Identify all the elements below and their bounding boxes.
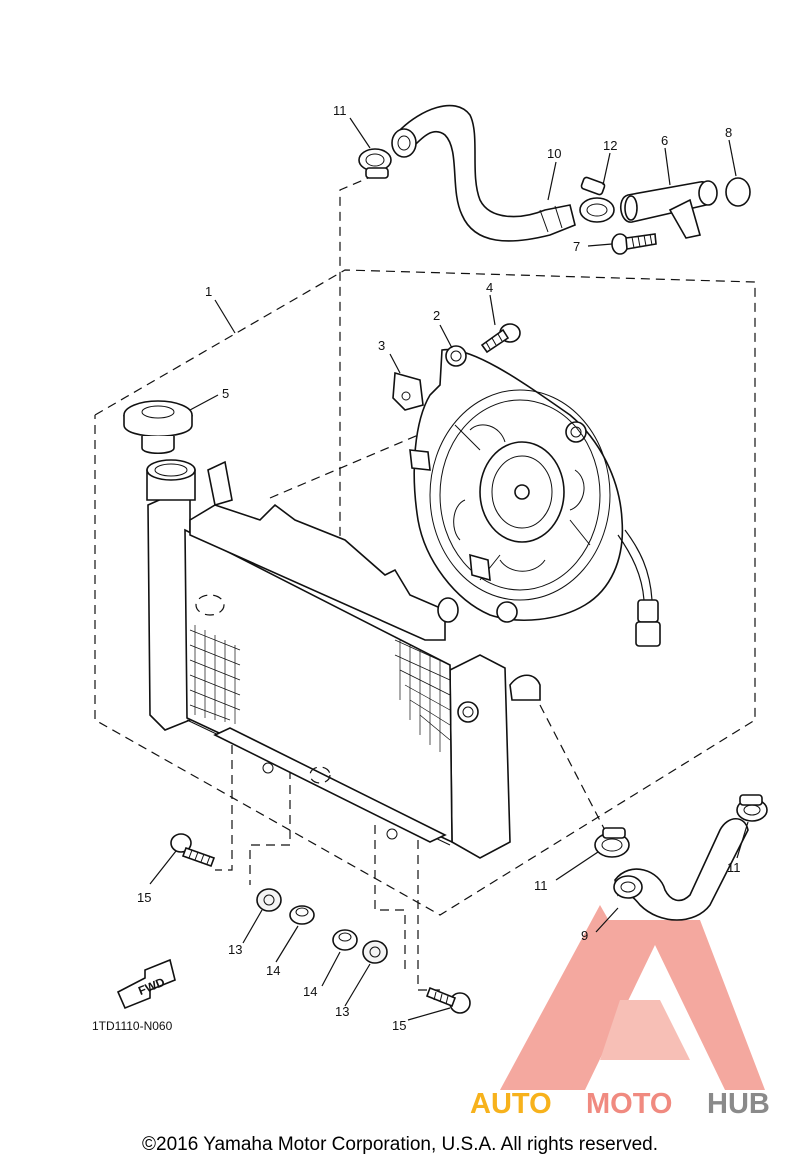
watermark-text: AUTO MOTO HUB <box>470 1088 770 1120</box>
callout-13-left: 13 <box>228 942 242 957</box>
hose-clamp-lower-left <box>594 827 630 858</box>
hose-clamp-top <box>358 148 392 179</box>
diagram-code: 1TD1110-N060 <box>92 1019 173 1033</box>
callout-11-top: 11 <box>333 103 347 118</box>
callout-13-right: 13 <box>335 1004 349 1019</box>
callout-3: 3 <box>378 338 385 353</box>
upper-hose <box>391 104 576 242</box>
callout-6: 6 <box>661 133 668 148</box>
callout-8: 8 <box>725 125 732 140</box>
cooling-fan <box>409 345 661 647</box>
grommet-13-right <box>362 940 388 964</box>
bracket-3 <box>392 371 424 411</box>
hose-clamp-lower-right <box>736 794 768 822</box>
watermark-auto: AUTO <box>470 1088 552 1120</box>
callout-11-lower-left: 11 <box>534 878 548 893</box>
callout-7: 7 <box>573 239 580 254</box>
callout-11-lower-right: 11 <box>727 860 741 875</box>
collar-14-right <box>332 929 358 951</box>
callout-leaders <box>149 117 749 1021</box>
pipe-joint <box>620 180 718 239</box>
callout-14-right: 14 <box>303 984 317 999</box>
watermark-logo <box>500 905 765 1090</box>
callout-15-left: 15 <box>137 890 151 905</box>
hose-clamp-12 <box>579 176 615 223</box>
bolt-15-left <box>170 833 216 868</box>
assembly-outline <box>94 269 756 916</box>
callout-10: 10 <box>547 146 561 161</box>
watermark-hub: HUB <box>707 1088 770 1120</box>
fwd-arrow-icon: FWD <box>116 958 176 1010</box>
callout-15-right: 15 <box>392 1018 406 1033</box>
callout-numbers: 11 10 12 6 8 7 1 4 2 3 5 11 11 9 15 13 1… <box>137 103 741 1033</box>
callout-4: 4 <box>486 280 493 295</box>
callout-5: 5 <box>222 386 229 401</box>
bolt-4 <box>480 323 521 354</box>
copyright-notice: ©2016 Yamaha Motor Corporation, U.S.A. A… <box>142 1134 658 1155</box>
bolt-7 <box>611 233 657 255</box>
watermark-moto: MOTO <box>586 1088 672 1120</box>
grommet-13-left <box>256 888 282 912</box>
o-ring <box>725 177 751 207</box>
callout-2: 2 <box>433 308 440 323</box>
callout-12: 12 <box>603 138 617 153</box>
callout-1: 1 <box>205 284 212 299</box>
radiator-cap <box>123 400 193 455</box>
bolt-15-right <box>425 986 471 1014</box>
fwd-label: FWD <box>136 975 167 998</box>
callout-14-left: 14 <box>266 963 280 978</box>
collar-14-left <box>289 905 315 925</box>
radiator <box>146 459 541 859</box>
callout-9: 9 <box>581 928 588 943</box>
lower-hose <box>613 817 749 921</box>
